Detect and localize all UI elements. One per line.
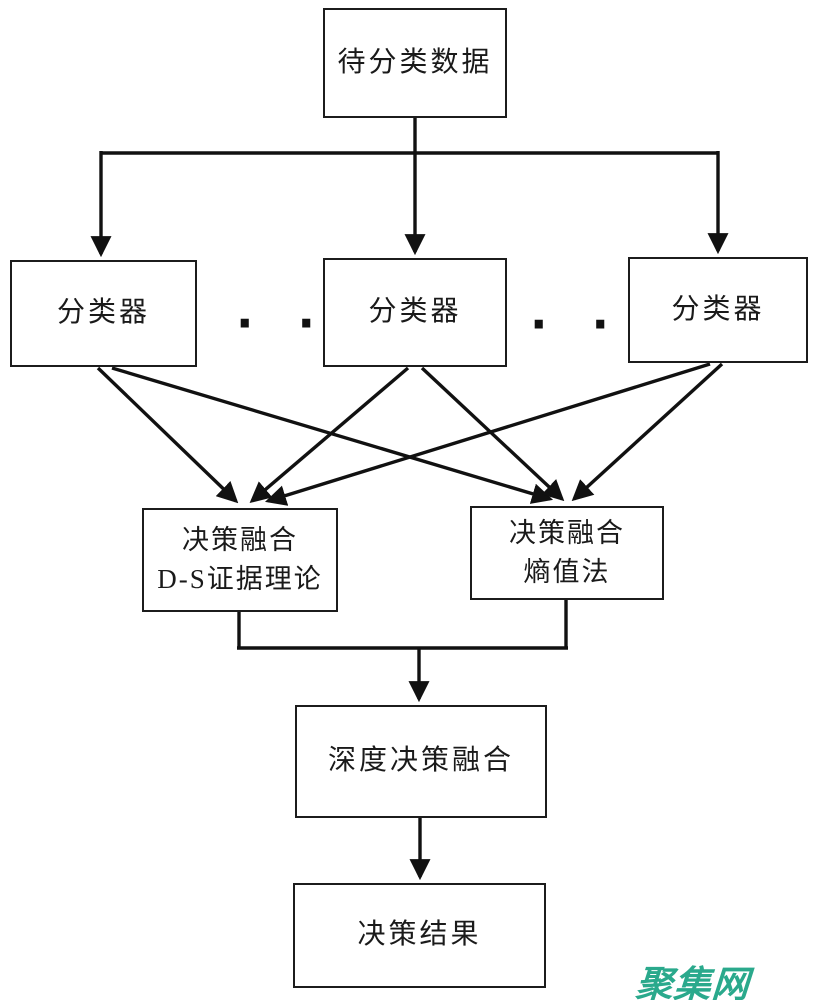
node-classifier-middle: 分类器: [323, 258, 507, 367]
node-deep-decision-fusion: 深度决策融合: [295, 705, 547, 818]
watermark-jujiwang: 聚集网: [634, 963, 752, 1000]
node-classifier-right-label: 分类器: [671, 293, 765, 325]
arrow-classifier-right-to-fusion-entropy: [571, 362, 724, 502]
arrow-classifier-middle-to-fusion-entropy: [420, 366, 565, 502]
arrow-classifier-middle-to-fusion-ds: [249, 366, 410, 504]
node-fusion-entropy: 决策融合 熵值法: [470, 506, 664, 600]
node-classifier-right: 分类器: [628, 257, 808, 363]
arrow-classifier-left-to-fusion-ds: [96, 366, 239, 504]
node-fusion-entropy-line2: 熵值法: [523, 557, 611, 587]
node-decision-result-label: 决策结果: [357, 919, 482, 951]
node-fusion-ds-evidence: 决策融合 D-S证据理论: [142, 508, 338, 612]
node-decision-result: 决策结果: [293, 883, 546, 988]
node-fusion-ds-line1: 决策融合: [182, 524, 298, 555]
node-input-data-label: 待分类数据: [337, 46, 493, 78]
node-fusion-entropy-line1: 决策融合: [509, 517, 625, 548]
node-classifier-middle-label: 分类器: [368, 296, 462, 328]
arrow-classifier-right-to-fusion-ds: [264, 362, 711, 506]
node-classifier-left: 分类器: [10, 260, 197, 367]
node-classifier-left-label: 分类器: [56, 297, 150, 329]
node-input-data: 待分类数据: [323, 8, 507, 118]
node-deep-decision-fusion-label: 深度决策融合: [327, 745, 514, 777]
node-fusion-ds-line2: D-S证据理论: [157, 564, 323, 594]
